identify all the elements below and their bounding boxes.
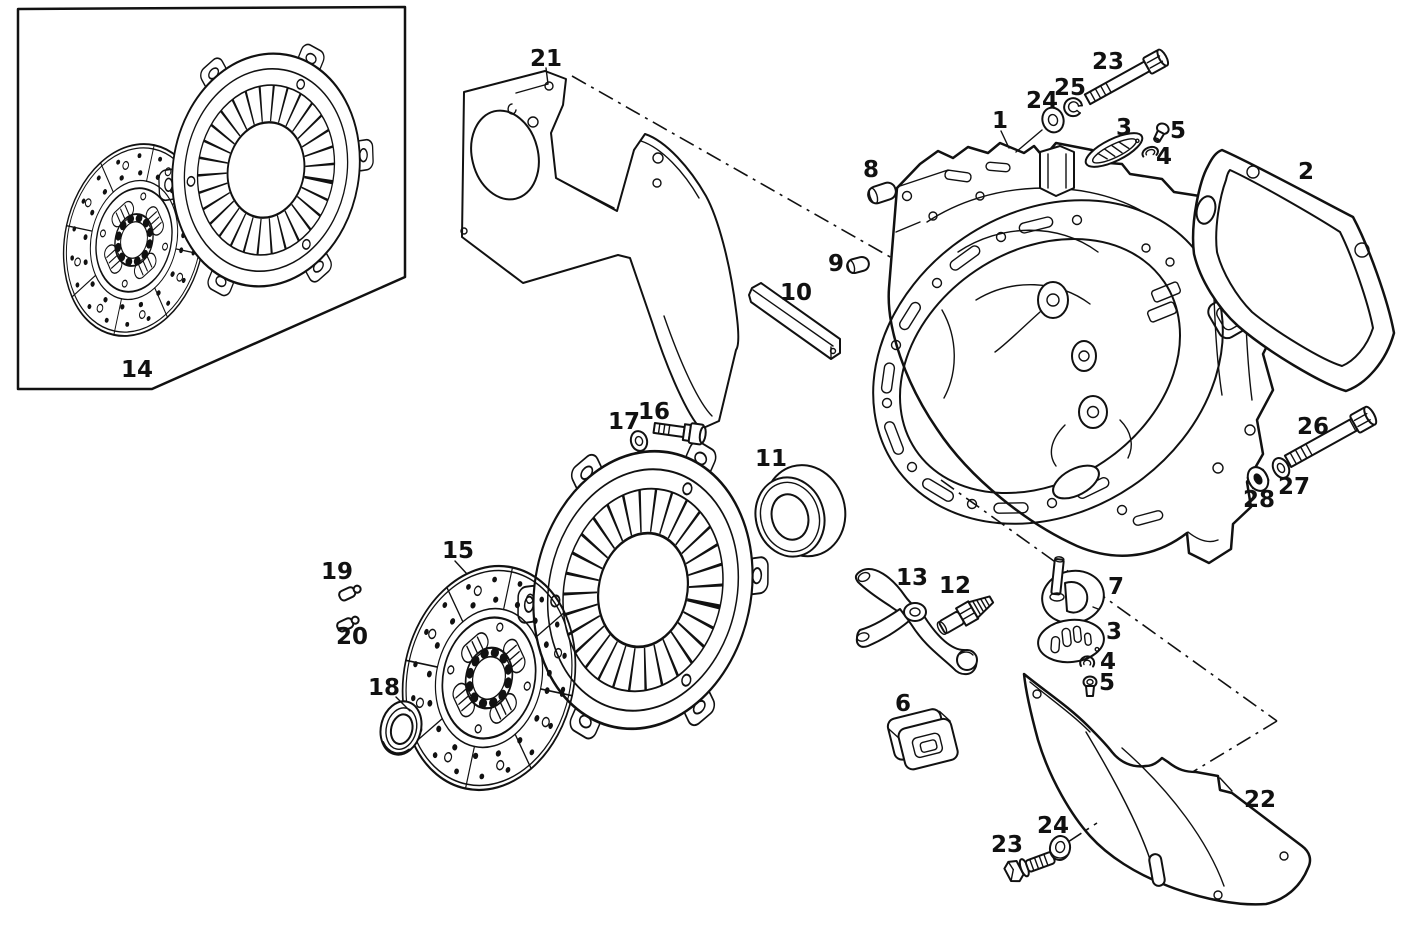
part-label-24-bottom: 24: [1037, 813, 1069, 839]
part-label-19: 19: [321, 559, 353, 585]
nut-28: [1246, 466, 1270, 492]
part-label-16: 16: [638, 399, 670, 425]
part-label-24-top: 24: [1026, 88, 1058, 114]
part-label-26: 26: [1297, 414, 1329, 440]
part-label-23-bottom: 23: [991, 832, 1023, 858]
gasket-2: [1191, 148, 1396, 393]
part-label-10: 10: [780, 280, 812, 306]
part-label-6: 6: [895, 691, 911, 717]
centerline-main: [571, 75, 951, 292]
axis-line-lower: [1185, 720, 1278, 777]
bolt-5-mid: [1082, 675, 1098, 697]
part-label-28: 28: [1243, 487, 1275, 513]
clip-4-mid: [1079, 655, 1096, 668]
pilot-bearing-18: [379, 700, 423, 756]
part-label-17: 17: [608, 409, 640, 435]
part-label-21: 21: [530, 46, 562, 72]
part-label-4-mid: 4: [1100, 649, 1116, 675]
part-label-11: 11: [755, 446, 787, 472]
axis-line-upper: [940, 479, 1278, 722]
part-label-9: 9: [828, 251, 844, 277]
part-label-1: 1: [992, 108, 1008, 134]
cover-plate-3-mid: [1037, 618, 1105, 664]
clip-4-top: [1141, 145, 1159, 158]
spring-seat-7: [1041, 556, 1105, 625]
part-label-4-top: 4: [1156, 144, 1172, 170]
part-label-23-top: 23: [1092, 49, 1124, 75]
part-label-18: 18: [368, 675, 400, 701]
washer-27: [1271, 457, 1291, 479]
snap-ring-25: [1063, 97, 1083, 118]
part-label-3-top: 3: [1116, 115, 1132, 141]
dowel-9: [846, 255, 870, 275]
washer-17: [629, 430, 649, 452]
part-label-5-mid: 5: [1099, 670, 1115, 696]
pivot-stud-12: [936, 595, 995, 636]
part-label-12: 12: [939, 573, 971, 599]
part-label-25: 25: [1054, 75, 1086, 101]
backing-plate-21: [460, 70, 740, 430]
part-label-3-mid: 3: [1106, 619, 1122, 645]
part-label-22: 22: [1244, 787, 1276, 813]
leader-lines: [395, 67, 1010, 712]
washer-24-bottom-leader: [1067, 822, 1098, 843]
bolt-23-top: [1083, 48, 1170, 106]
part-label-5-top: 5: [1170, 118, 1186, 144]
part-label-14: 14: [121, 357, 153, 383]
dowel-8: [867, 181, 897, 205]
lower-cover-22: [1022, 672, 1312, 906]
pin-20: [336, 615, 360, 633]
part-label-27: 27: [1278, 474, 1310, 500]
bolt-16: [652, 421, 707, 446]
washer-24-top-leader: [1015, 129, 1043, 153]
pin-19: [338, 584, 362, 602]
shaft-key-10: [748, 282, 841, 360]
clutch-kit-box: [16, 7, 405, 391]
part-label-20: 20: [336, 624, 368, 650]
part-label-15: 15: [442, 538, 474, 564]
bolt-5-top: [1153, 122, 1170, 144]
cover-plate-3-top: [1084, 132, 1144, 168]
washer-24-top: [1041, 106, 1065, 134]
bolt-23-bottom: [1003, 851, 1056, 883]
part-label-2: 2: [1298, 159, 1314, 185]
part-label-7: 7: [1108, 574, 1124, 600]
bolt-26: [1283, 405, 1378, 468]
release-fork-13: [854, 568, 978, 676]
part-label-13: 13: [896, 565, 928, 591]
rubber-plug-6: [886, 708, 959, 771]
part-label-8: 8: [863, 157, 879, 183]
release-bearing-11: [754, 464, 847, 558]
washer-24-bottom: [1048, 835, 1072, 861]
